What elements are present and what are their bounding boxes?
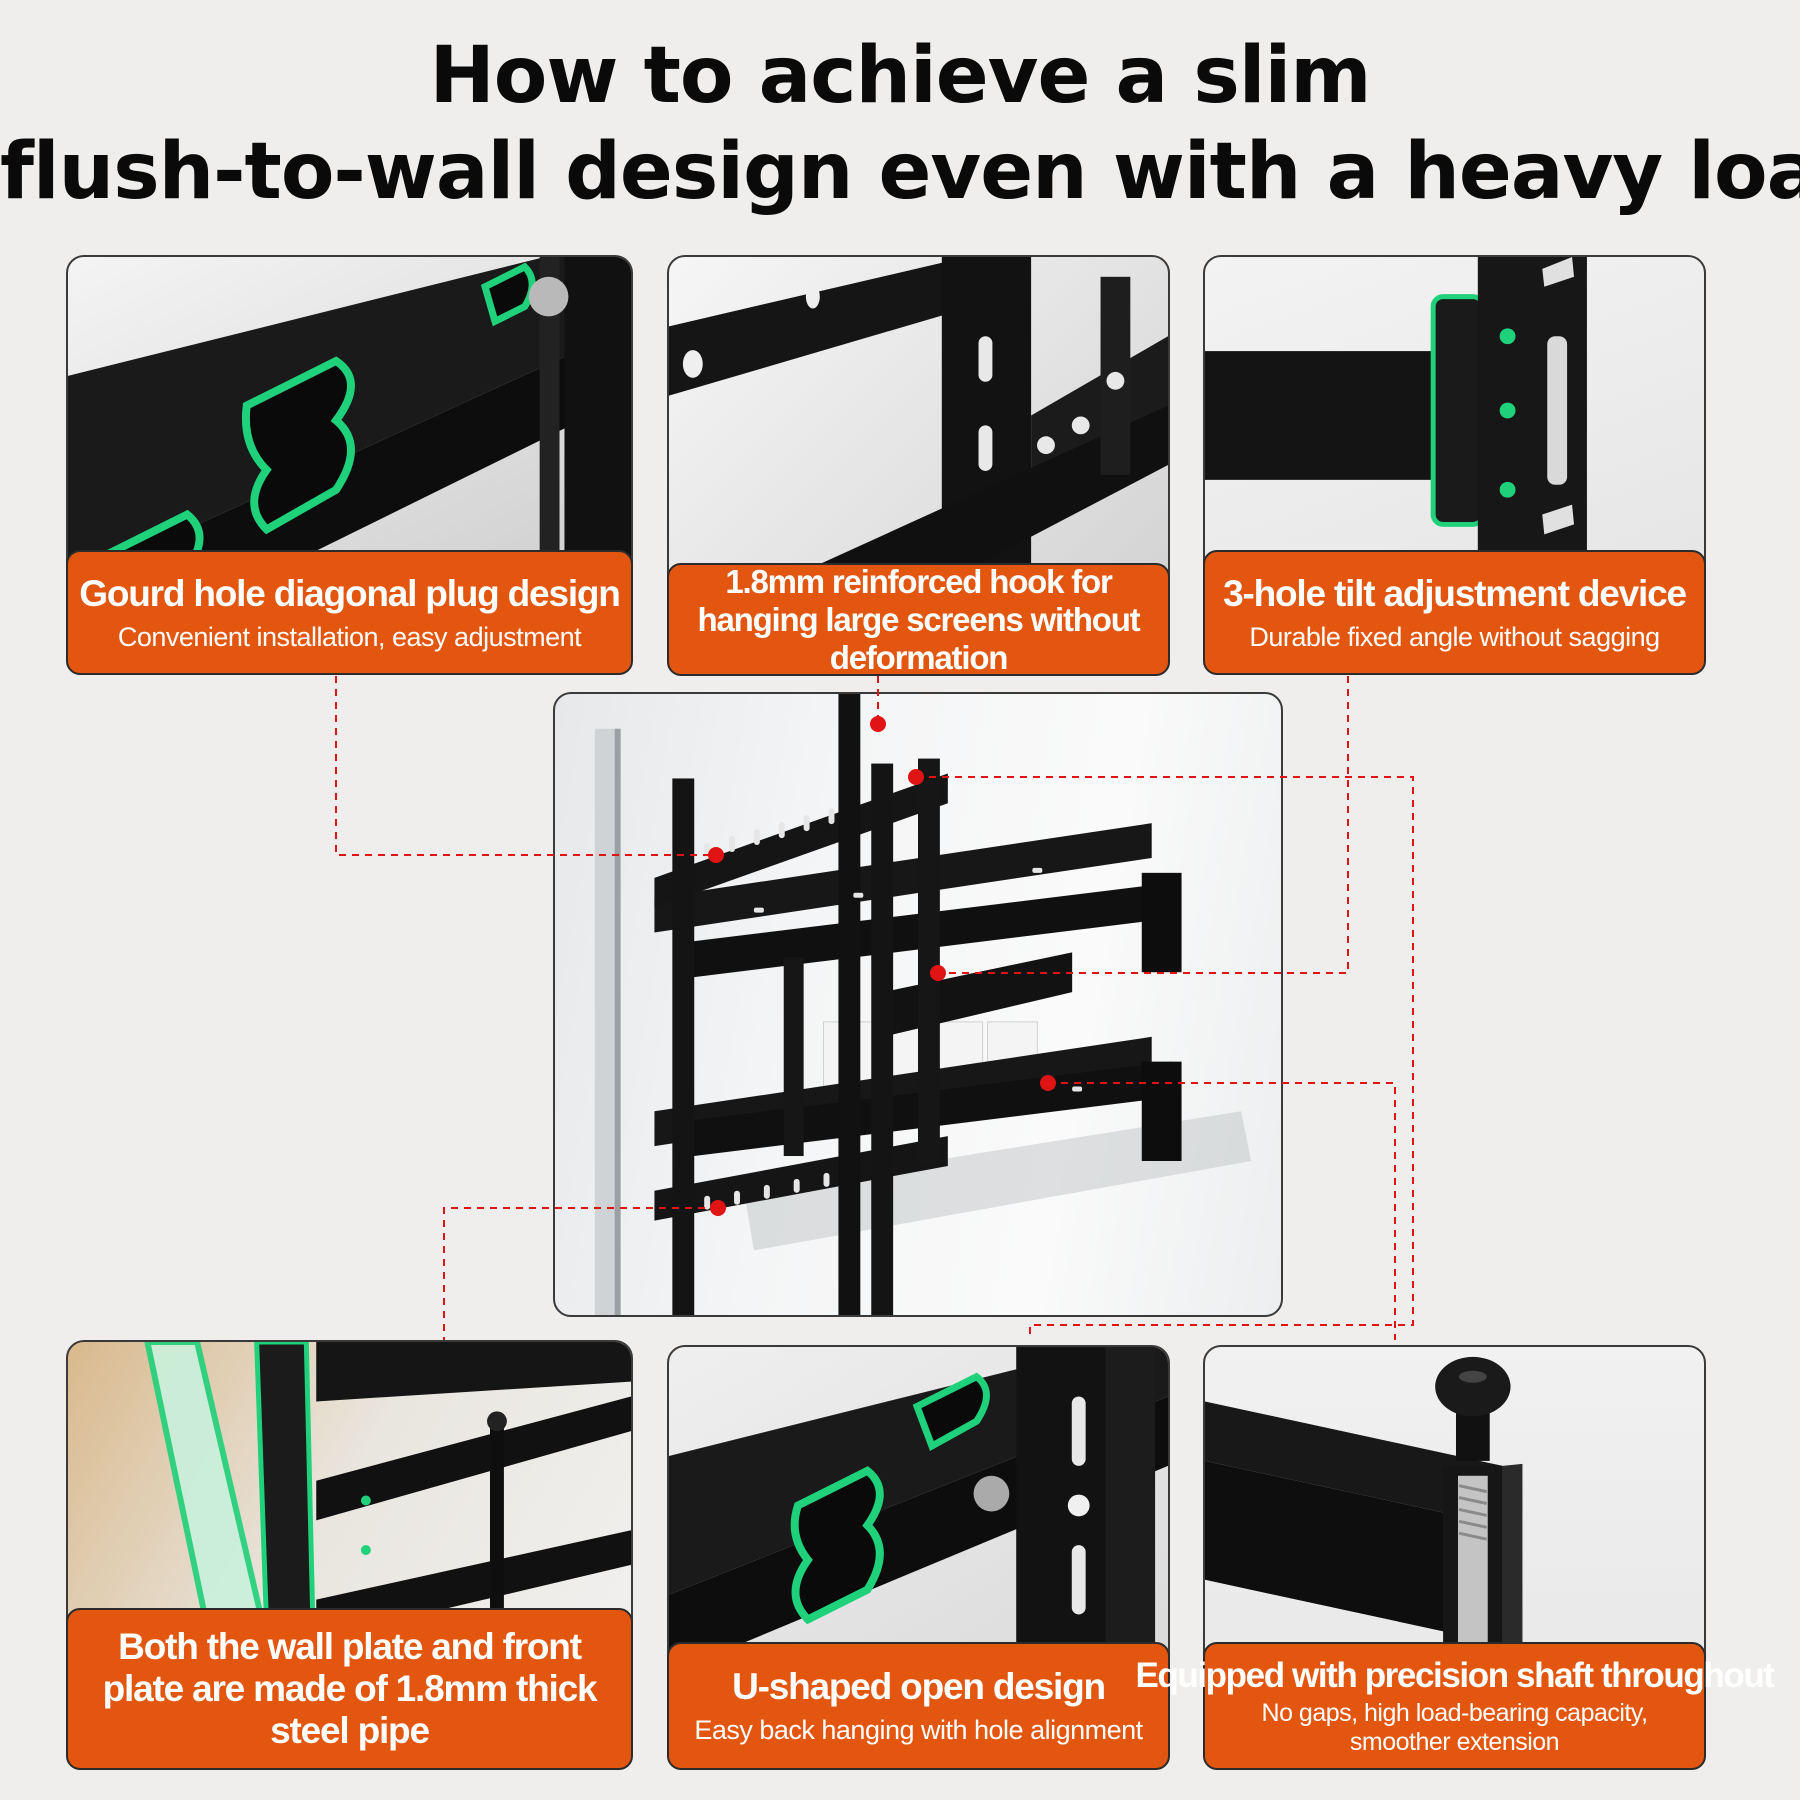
feature-label-tilt-device: 3-hole tilt adjustment device Durable fi… — [1203, 550, 1706, 675]
feature-label-reinforced-hook: 1.8mm reinforced hook for hanging large … — [667, 563, 1170, 676]
feature-label-u-shaped: U-shaped open design Easy back hanging w… — [667, 1642, 1170, 1770]
title-line-2: flush-to-wall design even with a heavy l… — [0, 127, 1800, 217]
feature-title-reinforced-hook: 1.8mm reinforced hook for hanging large … — [697, 562, 1141, 676]
feature-subtitle-tilt-device: Durable fixed angle without sagging — [1249, 621, 1660, 652]
feature-title-tilt-device: 3-hole tilt adjustment device — [1223, 572, 1687, 614]
feature-subtitle-u-shaped: Easy back hanging with hole alignment — [694, 1715, 1143, 1745]
feature-label-precision-shaft: Equipped with precision shaft throughout… — [1135, 1642, 1775, 1770]
feature-subtitle-precision-shaft: No gaps, high load-bearing capacity, smo… — [1261, 1699, 1648, 1756]
page-title: How to achieve a slim flush-to-wall desi… — [0, 28, 1800, 220]
tv-mount-illustration — [594, 694, 1252, 1315]
feature-title-steel-pipe: Both the wall plate and front plate are … — [102, 1626, 598, 1751]
feature-title-u-shaped: U-shaped open design — [732, 1666, 1106, 1707]
feature-title-precision-shaft: Equipped with precision shaft throughout — [1135, 1656, 1775, 1695]
feature-label-gourd-hole: Gourd hole diagonal plug design Convenie… — [66, 550, 633, 675]
feature-label-steel-pipe: Both the wall plate and front plate are … — [66, 1608, 633, 1770]
feature-subtitle-gourd-hole: Convenient installation, easy adjustment — [117, 621, 582, 652]
title-line-1: How to achieve a slim — [429, 31, 1371, 121]
feature-title-gourd-hole: Gourd hole diagonal plug design — [79, 572, 621, 614]
product-photo-center — [553, 692, 1283, 1317]
